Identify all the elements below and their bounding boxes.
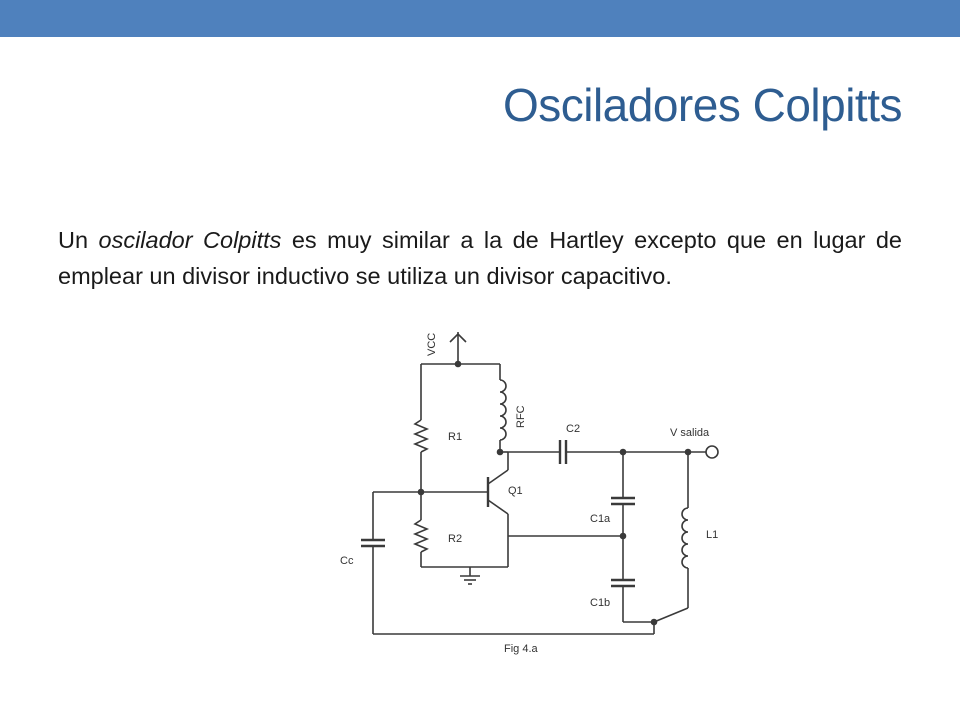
slide-title: Osciladores Colpitts (502, 79, 903, 131)
label-l1: L1 (706, 529, 718, 541)
header-accent-bar (0, 0, 960, 37)
q1-collector-leg (487, 469, 509, 485)
label-c2: C2 (566, 423, 580, 435)
circuit-schematic: VCC RFC R1 R2 Q1 C2 V salida C1a C1b L1 … (340, 332, 719, 655)
l1-coil (681, 507, 689, 569)
label-rfc: RFC (515, 405, 527, 428)
label-r1: R1 (448, 431, 462, 443)
node-vcc (454, 360, 462, 368)
label-c1b: C1b (590, 597, 610, 609)
paragraph-rest: es muy similar a la de Hartley excepto q… (58, 227, 903, 289)
label-q1: Q1 (508, 485, 523, 497)
paragraph-lead: Un (58, 227, 99, 253)
vcc-arrow (449, 332, 467, 343)
slide-paragraph: Un oscilador Colpitts es muy similar a l… (58, 222, 902, 294)
r2-resistor (412, 519, 430, 553)
rfc-coil (499, 379, 507, 441)
q1-emitter-leg (487, 499, 509, 515)
label-c1a: C1a (590, 513, 611, 525)
paragraph-emphasis: oscilador Colpitts (98, 227, 282, 253)
node-bottom (650, 618, 658, 626)
l1-return (653, 607, 689, 623)
r1-resistor (412, 419, 430, 453)
label-cc: Cc (340, 555, 354, 567)
label-r2: R2 (448, 533, 462, 545)
figure-caption: Fig 4.a (504, 643, 539, 655)
colpitts-circuit-figure: VCC RFC R1 R2 Q1 C2 V salida C1a C1b L1 … (328, 312, 730, 678)
output-terminal (705, 445, 719, 459)
label-v-salida: V salida (670, 427, 710, 439)
label-vcc: VCC (426, 333, 438, 356)
